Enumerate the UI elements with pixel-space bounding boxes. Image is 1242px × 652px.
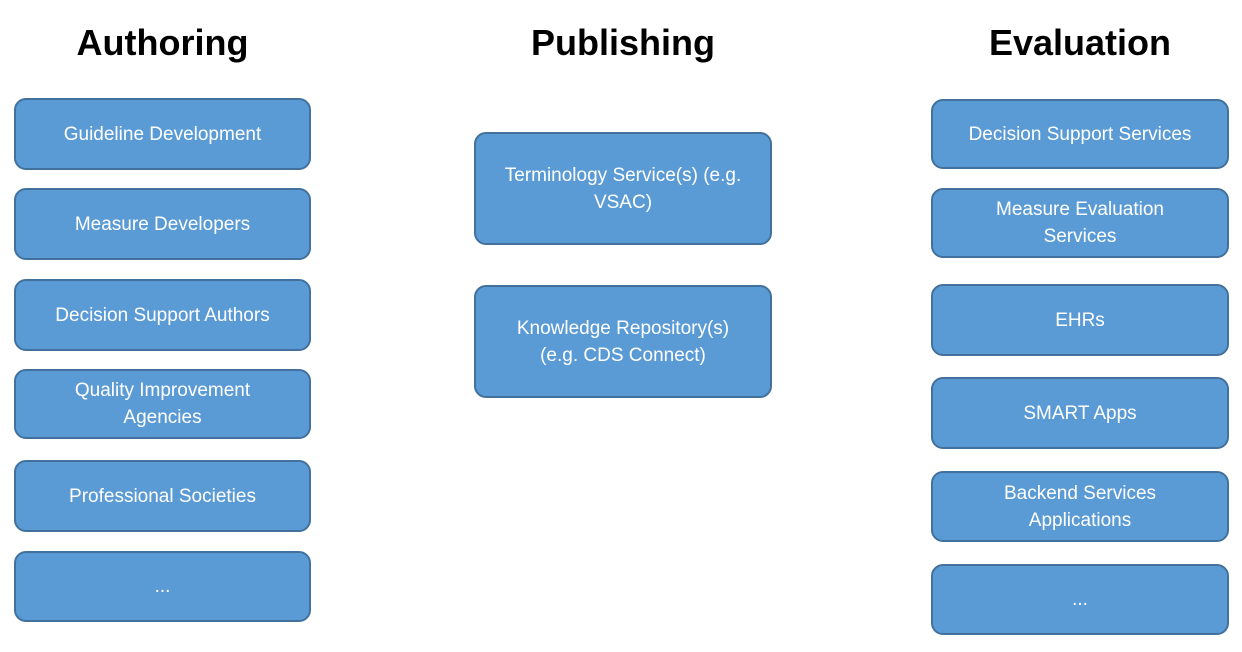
box-label: ... [1072, 589, 1088, 610]
box-professional-societies: Professional Societies [14, 460, 311, 532]
column-title-authoring: Authoring [76, 22, 249, 63]
box-guideline-development: Guideline Development [14, 98, 311, 170]
box-label: Knowledge Repository(s) (e.g. CDS Connec… [516, 317, 730, 366]
column-authoring: Authoring Guideline Development Measure … [14, 0, 311, 652]
column-publishing: Publishing Terminology Service(s) (e.g. … [474, 0, 772, 652]
column-evaluation: Evaluation Decision Support Services Mea… [931, 0, 1229, 652]
box-label: Decision Support Authors [55, 304, 270, 326]
box-label: EHRs [1055, 309, 1105, 331]
column-title-publishing: Publishing [531, 22, 715, 63]
box-smart-apps: SMART Apps [931, 377, 1229, 449]
box-label: Guideline Development [63, 123, 262, 145]
box-label: ... [154, 576, 171, 597]
box-label: Measure Developers [74, 213, 251, 235]
box-measure-evaluation-services: Measure Evaluation Services [931, 188, 1229, 258]
box-evaluation-ellipsis: ... [931, 564, 1229, 635]
box-backend-services-applications: Backend Services Applications [931, 471, 1229, 542]
box-label: Decision Support Services [968, 123, 1192, 145]
box-decision-support-services: Decision Support Services [931, 99, 1229, 169]
box-measure-developers: Measure Developers [14, 188, 311, 260]
box-label: SMART Apps [1023, 402, 1137, 424]
box-ehrs: EHRs [931, 284, 1229, 356]
box-label: Professional Societies [69, 485, 256, 507]
box-quality-improvement-agencies: Quality Improvement Agencies [14, 369, 311, 439]
box-authoring-ellipsis: ... [14, 551, 311, 622]
column-title-evaluation: Evaluation [988, 22, 1172, 63]
box-knowledge-repository: Knowledge Repository(s) (e.g. CDS Connec… [474, 285, 772, 398]
box-label: Quality Improvement Agencies [74, 380, 251, 428]
box-label: Backend Services Applications [1003, 482, 1157, 531]
box-decision-support-authors: Decision Support Authors [14, 279, 311, 351]
box-label: Terminology Service(s) (e.g. VSAC) [504, 164, 742, 213]
box-label: Measure Evaluation Services [996, 199, 1164, 247]
box-terminology-service: Terminology Service(s) (e.g. VSAC) [474, 132, 772, 245]
